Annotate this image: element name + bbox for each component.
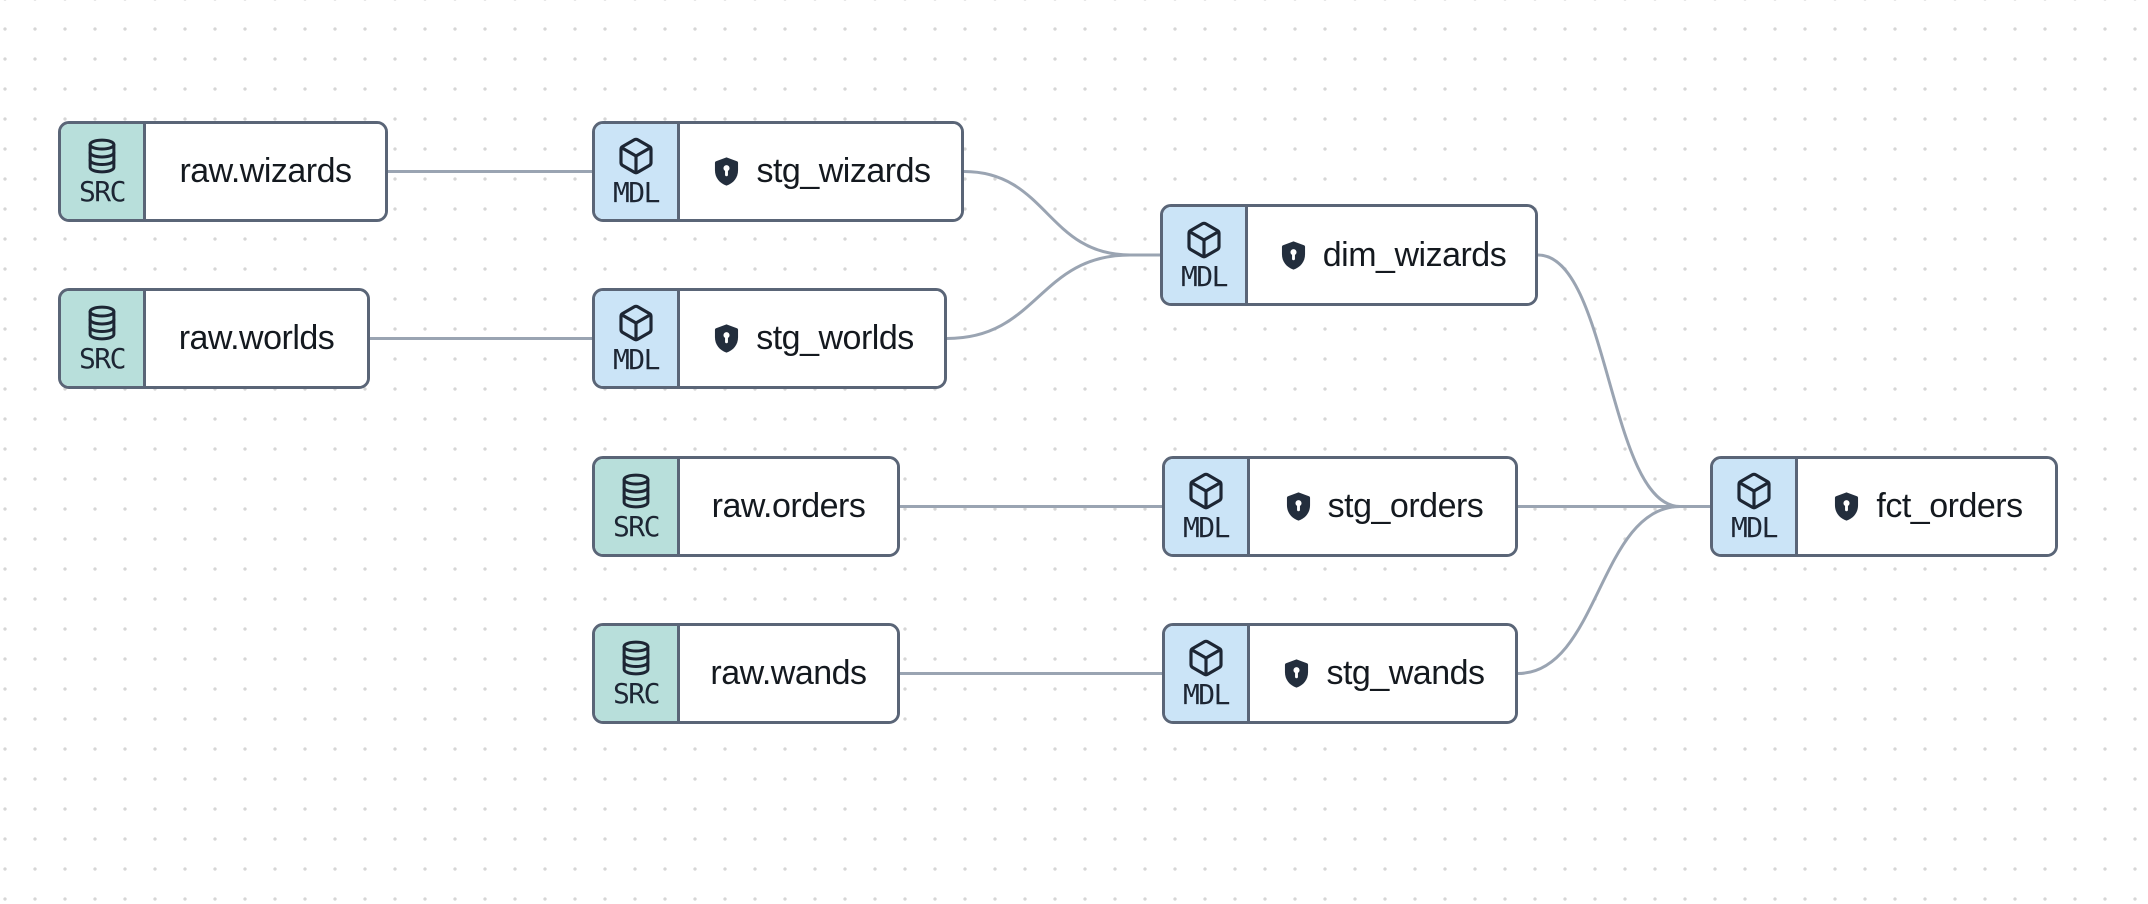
node-label: stg_worlds [756,319,914,357]
source-type-badge: SRC [595,626,680,721]
shield-lock-icon [715,324,739,353]
cube-icon [1737,472,1771,510]
source-type-badge: SRC [61,124,146,219]
node-label: dim_wizards [1322,235,1507,274]
node-stg_worlds[interactable]: MDL stg_worlds [592,288,947,389]
node-body: raw.wands [680,626,897,721]
node-body: stg_orders [1250,459,1515,554]
node-fct_orders[interactable]: MDL fct_orders [1710,456,2058,557]
cube-icon [1189,639,1223,677]
shield-lock-icon [1281,240,1305,270]
node-label: stg_wizards [756,152,931,190]
node-raw_wands[interactable]: SRC raw.wands [592,623,900,724]
source-type-badge: SRC [595,459,680,554]
node-raw_orders[interactable]: SRC raw.orders [592,456,900,557]
badge-label: MDL [612,343,661,376]
badge-label: MDL [1180,259,1229,293]
node-stg_wands[interactable]: MDL stg_wands [1162,623,1518,724]
node-dim_wizards[interactable]: MDL dim_wizards [1160,204,1538,306]
badge-label: MDL [1182,511,1231,544]
badge-label: SRC [612,510,661,543]
node-body: stg_wizards [680,124,961,219]
model-type-badge: MDL [1713,459,1798,554]
node-label: stg_orders [1327,487,1484,525]
badge-label: SRC [78,175,127,208]
cube-icon [1189,472,1223,510]
database-icon [622,473,650,509]
badge-label: MDL [612,176,661,209]
node-body: raw.wizards [146,124,385,219]
cube-icon [1187,221,1221,258]
model-type-badge: MDL [595,291,680,386]
node-body: dim_wizards [1248,207,1535,303]
node-label: stg_wands [1326,654,1485,692]
model-type-badge: MDL [1165,626,1250,721]
node-label: raw.worlds [178,319,335,357]
badge-label: SRC [78,342,127,375]
node-stg_wizards[interactable]: MDL stg_wizards [592,121,964,222]
badge-label: SRC [612,677,661,710]
node-label: raw.wands [710,654,867,692]
edge-stg_worlds-to-dim_wizards [945,253,1162,340]
shield-lock-icon [715,157,739,186]
database-icon [88,305,116,341]
edge-stg_wizards-to-dim_wizards [962,170,1162,257]
node-stg_orders[interactable]: MDL stg_orders [1162,456,1518,557]
edge-stg_wands-to-fct_orders [1516,505,1712,675]
cube-icon [619,137,653,175]
model-type-badge: MDL [595,124,680,219]
database-icon [622,640,650,676]
node-body: raw.orders [680,459,897,554]
node-raw_worlds[interactable]: SRC raw.worlds [58,288,370,389]
badge-label: MDL [1730,511,1779,544]
model-type-badge: MDL [1163,207,1248,303]
node-body: fct_orders [1798,459,2055,554]
source-type-badge: SRC [61,291,146,386]
badge-label: MDL [1182,678,1231,711]
shield-lock-icon [1286,492,1310,521]
cube-icon [619,304,653,342]
shield-lock-icon [1285,659,1309,688]
node-body: stg_worlds [680,291,944,386]
shield-lock-icon [1835,492,1859,521]
node-raw_wizards[interactable]: SRC raw.wizards [58,121,388,222]
node-body: stg_wands [1250,626,1515,721]
node-label: raw.orders [711,487,866,525]
database-icon [88,138,116,174]
node-label: raw.wizards [179,152,352,190]
model-type-badge: MDL [1165,459,1250,554]
node-body: raw.worlds [146,291,367,386]
node-label: fct_orders [1876,487,2023,525]
edge-dim_wizards-to-fct_orders [1536,253,1712,508]
